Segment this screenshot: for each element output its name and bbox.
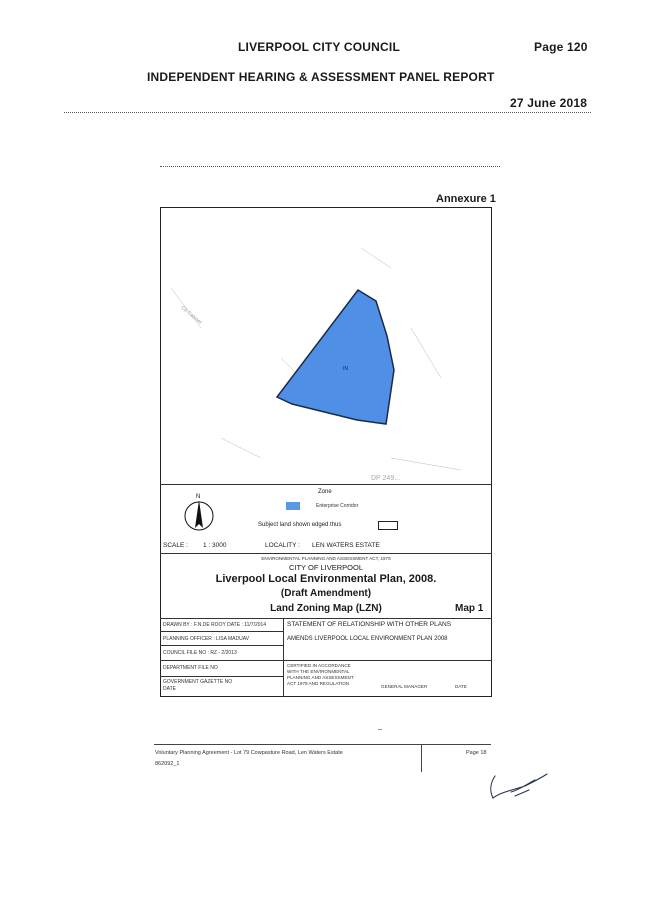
department-file: DEPARTMENT FILE No xyxy=(163,665,218,671)
scale-label: SCALE : xyxy=(163,542,188,549)
zone-item-label: Enterprise Corridor xyxy=(316,503,359,509)
footer-ref: 862092_1 xyxy=(155,761,180,767)
cert-date-label: DATE xyxy=(455,684,467,689)
locality-value: LEN WATERS ESTATE xyxy=(312,542,380,549)
north-arrow-icon: N xyxy=(184,494,214,531)
road-label: Cb Cabinet xyxy=(180,305,203,326)
report-title: INDEPENDENT HEARING & ASSESSMENT PANEL R… xyxy=(147,70,495,84)
map-name: Land Zoning Map (LZN) xyxy=(270,603,382,614)
footer-divider xyxy=(154,744,491,745)
planning-officer: PLANNING OFFICER : LISA MADUAV xyxy=(163,636,250,642)
scale-value: 1 : 3000 xyxy=(203,542,227,549)
zoning-map: Cb Cabinet IN DP 249... xyxy=(170,247,462,482)
annexure-top-divider xyxy=(160,166,500,167)
subject-land-parcel xyxy=(275,289,395,425)
annexure-label: Annexure 1 xyxy=(436,193,496,205)
map-legend-divider xyxy=(160,484,492,485)
footer-agreement: Voluntary Planning Agreement - Lot 79 Co… xyxy=(155,750,343,756)
certified-line-3: PLANNING AND ASSESSMENT xyxy=(287,675,354,680)
page-number: Page 120 xyxy=(534,40,588,54)
zone-title: Zone xyxy=(318,489,332,495)
corner-label: DP 249... xyxy=(371,475,400,482)
certified-line-1: CERTIFIED IN ACCORDANCE xyxy=(287,663,351,668)
drawn-by: DRAWN BY : F.N.DE ROOY DATE : 11/7/2014 xyxy=(163,622,267,628)
gazette-number: GOVERNMENT GAZETTE No xyxy=(163,679,233,685)
council-file: COUNCIL FILE No : RZ - 2/2013 xyxy=(163,650,237,656)
council-name: LIVERPOOL CITY COUNCIL xyxy=(238,40,400,54)
legend-title-divider xyxy=(160,553,492,554)
statement-heading: STATEMENT OF RELATIONSHIP WITH OTHER PLA… xyxy=(287,621,452,628)
zone-swatch xyxy=(286,502,300,510)
map-number: Map 1 xyxy=(455,603,484,614)
signature-mark xyxy=(490,773,548,799)
header-divider xyxy=(64,112,591,113)
footer-page: Page 18 xyxy=(466,750,487,756)
report-date: 27 June 2018 xyxy=(510,96,588,110)
general-manager-label: GENERAL MANAGER xyxy=(381,684,428,689)
zone-code-label: IN xyxy=(343,366,348,372)
locality-label: LOCALITY : xyxy=(265,542,300,549)
map-frame xyxy=(160,207,492,697)
certified-line-4: ACT 1979 AND REGULATION xyxy=(287,681,350,686)
plan-title: Liverpool Local Environmental Plan, 2008… xyxy=(215,573,437,585)
gazette-date: DATE xyxy=(163,686,176,692)
amends-statement: AMENDS LIVERPOOL LOCAL ENVIRONMENT PLAN … xyxy=(287,636,448,642)
stray-mark xyxy=(378,729,382,730)
certified-line-2: WITH THE ENVIRONMENTAL xyxy=(287,669,350,674)
north-label: N xyxy=(196,494,200,500)
act-label: ENVIRONMENTAL PLANNING AND ASSESSMENT AC… xyxy=(261,556,391,561)
subject-land-label: Subject land shown edged thus xyxy=(258,522,342,528)
city-label: CITY OF LIVERPOOL xyxy=(288,563,364,572)
subject-land-swatch xyxy=(378,521,398,530)
draft-amendment: (Draft Amendment) xyxy=(280,588,372,599)
